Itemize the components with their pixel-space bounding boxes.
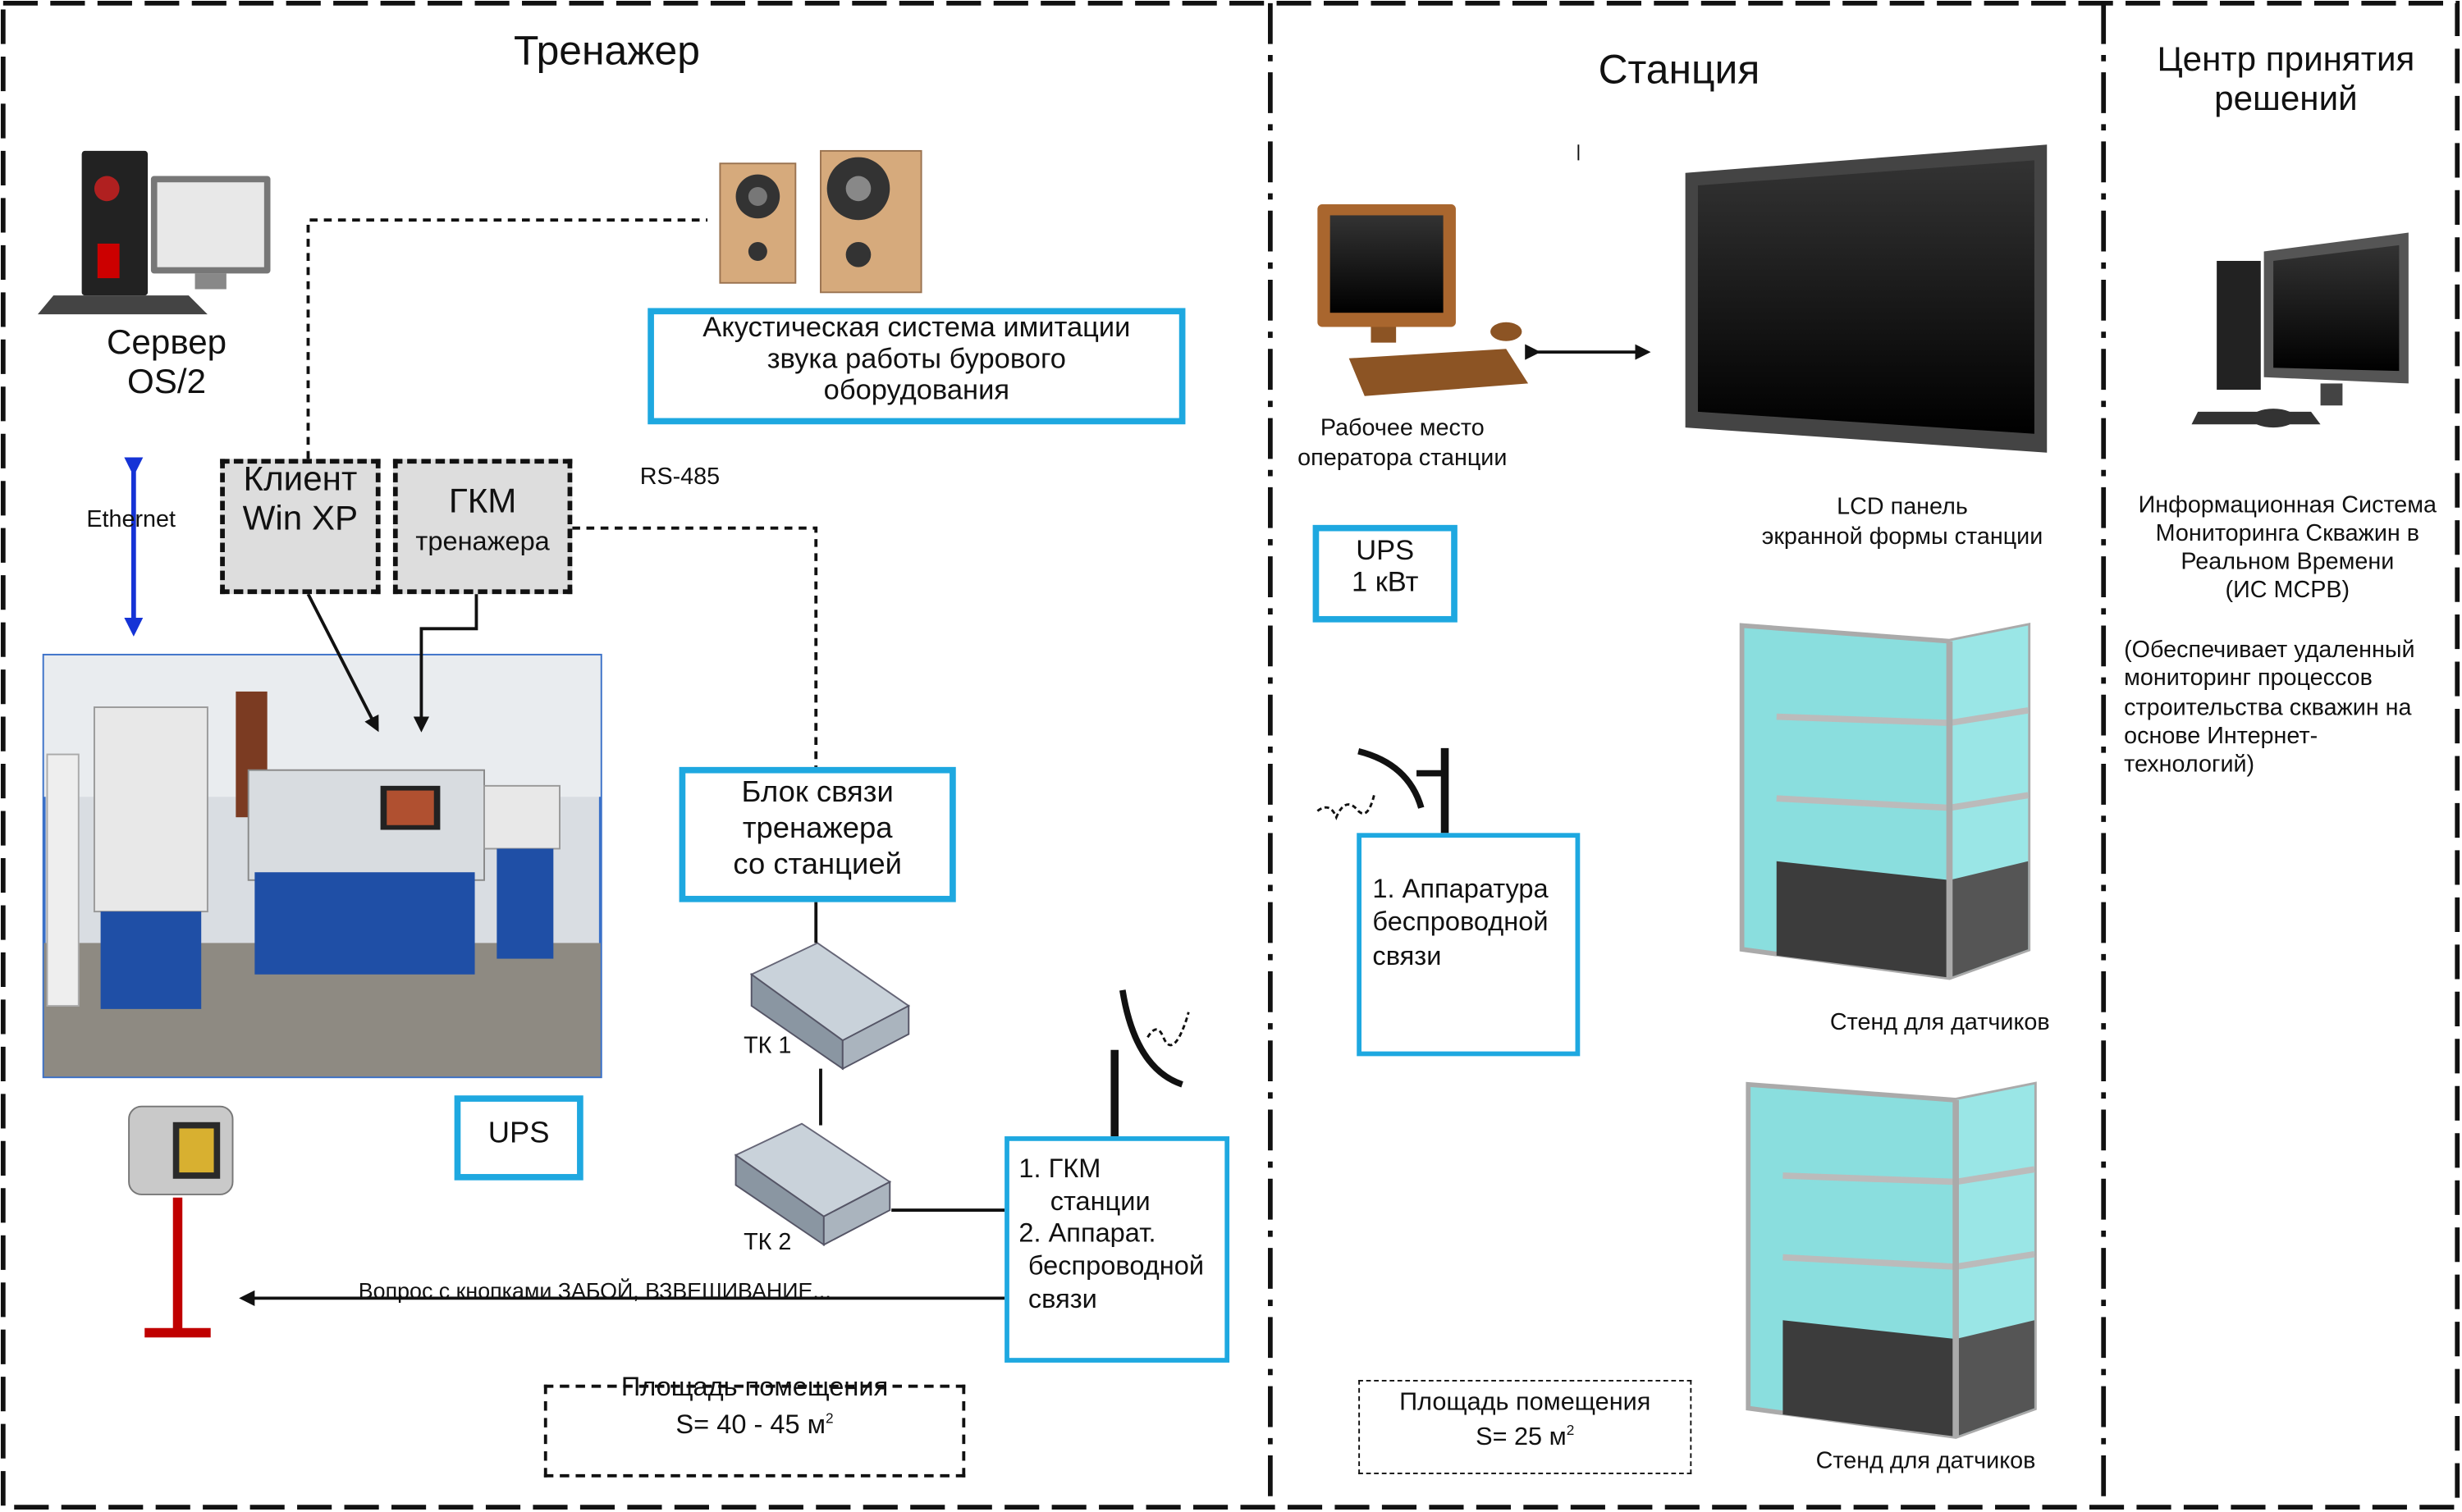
is-description: (Обеспечивает удаленный мониторинг проце…: [2124, 637, 2414, 780]
ups-trainer-label: UPS: [487, 1117, 550, 1151]
desc-line5: технологий): [2124, 751, 2255, 779]
tk1-label: ТК 1: [744, 1032, 792, 1060]
sensor-device-icon: [128, 1105, 234, 1338]
gkm-station-box: 1. ГКМ станции 2. Аппарат. беспроводной …: [1004, 1136, 1230, 1363]
wireless-box: 1. Аппаратура беспроводной связи: [1357, 833, 1581, 1057]
station-area-unit-sup: 2: [1566, 1422, 1575, 1438]
ups-station-label: UPS 1 кВт: [1319, 534, 1451, 597]
is-line2: Мониторинга Скважин в: [2155, 520, 2420, 547]
trainer-section-title: Тренажер: [513, 26, 700, 75]
station-antenna-icon: [1316, 747, 1449, 837]
is-line3: Реальном Времени: [2181, 548, 2395, 576]
client-label-line1: Клиент: [243, 459, 358, 499]
station-area-value-text: S= 25 м: [1476, 1424, 1567, 1451]
gkm-photo-arrow: [413, 594, 478, 733]
speakers-icon: [719, 149, 922, 294]
gkm-station-label: 1. ГКМ станции 2. Аппарат. беспроводной …: [1018, 1153, 1204, 1317]
trainer-area-value-text: S= 40 - 45 м: [675, 1409, 826, 1440]
desc-line1: (Обеспечивает удаленный: [2124, 636, 2415, 664]
client-label-line2: Win XP: [242, 497, 359, 537]
tk2-module-icon: [734, 1122, 892, 1247]
center-title-line2: решений: [2214, 78, 2358, 117]
operator-workstation-icon: [1317, 204, 1529, 396]
acoustic-system-label: Акустическая система имитации звука рабо…: [654, 311, 1179, 406]
rs485-link: [572, 526, 818, 769]
station-area-box: Площадь помещения S= 25 м2: [1358, 1379, 1692, 1474]
gkm-station-line1: 1. ГКМ: [1018, 1153, 1101, 1184]
ups-station-box: UPS 1 кВт: [1312, 524, 1458, 623]
acoustic-line3: оборудования: [823, 374, 1010, 406]
lcd-panel-label: LCD панель экранной формы станции: [1729, 494, 2075, 553]
sensor-stand-1-icon: [1739, 622, 2031, 980]
gkm-station-line2: станции: [1050, 1185, 1151, 1217]
gkm-station-line5: связи: [1027, 1284, 1097, 1314]
acoustic-line1: Акустическая система имитации: [702, 311, 1131, 343]
desc-line2: мониторинг процессов: [2124, 665, 2373, 692]
desc-line4: основе Интернет-: [2124, 723, 2318, 750]
trainer-area-title: Площадь помещения: [620, 1372, 889, 1402]
lcd-line1: LCD панель: [1837, 493, 1968, 521]
client-photo-arrow: [306, 593, 379, 733]
wireless-label: 1. Аппаратура беспроводной связи: [1372, 872, 1548, 972]
rs485-label: RS-485: [639, 464, 721, 491]
monitoring-computer-icon: [2191, 232, 2409, 428]
stand2-label: Стенд для датчиков: [1815, 1447, 2036, 1474]
gkm-trainer-title: ГКМ: [448, 481, 517, 521]
trainer-area-value: S= 40 - 45 м2: [547, 1409, 963, 1439]
server-label: Сервер OS/2: [63, 322, 271, 401]
workplace-line1: Рабочее место: [1320, 414, 1485, 442]
station-area-value: S= 25 м2: [1360, 1423, 1690, 1453]
server-computer-icon: [37, 150, 271, 315]
question-label: Вопрос с кнопками ЗАБОЙ, ВЗВЕШИВАНИЕ...: [358, 1277, 831, 1304]
trainer-room-photo: [42, 653, 602, 1079]
wireless-line1: 1. Аппаратура: [1372, 874, 1549, 904]
ethernet-label: Ethernet: [86, 505, 176, 533]
workplace-label: Рабочее место оператора станции: [1274, 415, 1531, 474]
tk2-label: ТК 2: [744, 1229, 792, 1256]
link-line1: Блок связи: [741, 776, 894, 810]
trainer-area-unit-sup: 2: [826, 1410, 834, 1427]
is-msrv-label: Информационная Система Мониторинга Скваж…: [2116, 492, 2460, 605]
ups-trainer-box: UPS: [454, 1095, 583, 1181]
center-section-title: Центр принятия решений: [2116, 39, 2456, 118]
acoustic-system-box: Акустическая система имитации звука рабо…: [648, 308, 1186, 425]
lcd-line2: экранной формы станции: [1761, 523, 2043, 550]
trainer-antenna-icon: [1110, 989, 1190, 1141]
wireless-line3: связи: [1372, 940, 1442, 971]
is-line4: (ИС МСРВ): [2225, 577, 2350, 604]
client-label: Клиент Win XP: [225, 459, 376, 537]
gkm-station-line4: беспроводной: [1027, 1251, 1205, 1281]
station-area-title: Площадь помещения: [1399, 1389, 1651, 1417]
gkm-trainer-subtitle: тренажера: [415, 526, 550, 557]
gkm-trainer-box: ГКМ тренажера: [392, 459, 573, 595]
desc-line3: строительства скважин на: [2124, 693, 2412, 721]
workplace-line2: оператора станции: [1297, 444, 1508, 472]
link-line3: со станцией: [733, 847, 902, 881]
center-title-line1: Центр принятия: [2157, 39, 2415, 79]
trainer-area-box: Площадь помещения S= 40 - 45 м2: [543, 1372, 966, 1478]
client-box: Клиент Win XP: [220, 459, 381, 595]
station-section-title: Станция: [1598, 45, 1760, 94]
ups-station-line2: 1 кВт: [1351, 565, 1419, 598]
link-block-box: Блок связи тренажера со станцией: [679, 766, 956, 902]
link-block-label: Блок связи тренажера со станцией: [685, 776, 950, 884]
wireless-line2: беспроводной: [1372, 907, 1549, 938]
ups-station-line1: UPS: [1356, 534, 1415, 566]
is-line1: Информационная Система: [2138, 491, 2437, 519]
server-label-line2: OS/2: [127, 360, 207, 400]
stand1-label: Стенд для датчиков: [1829, 1008, 2050, 1036]
gkm-station-line3: 2. Аппарат.: [1018, 1218, 1156, 1249]
lcd-panel-icon: [1685, 144, 2048, 453]
acoustic-line2: звука работы бурового: [767, 342, 1066, 375]
sensor-stand-2-icon: [1746, 1081, 2037, 1439]
link-line2: тренажера: [742, 812, 893, 846]
server-label-line1: Сервер: [106, 322, 227, 362]
tk1-module-icon: [749, 942, 911, 1071]
